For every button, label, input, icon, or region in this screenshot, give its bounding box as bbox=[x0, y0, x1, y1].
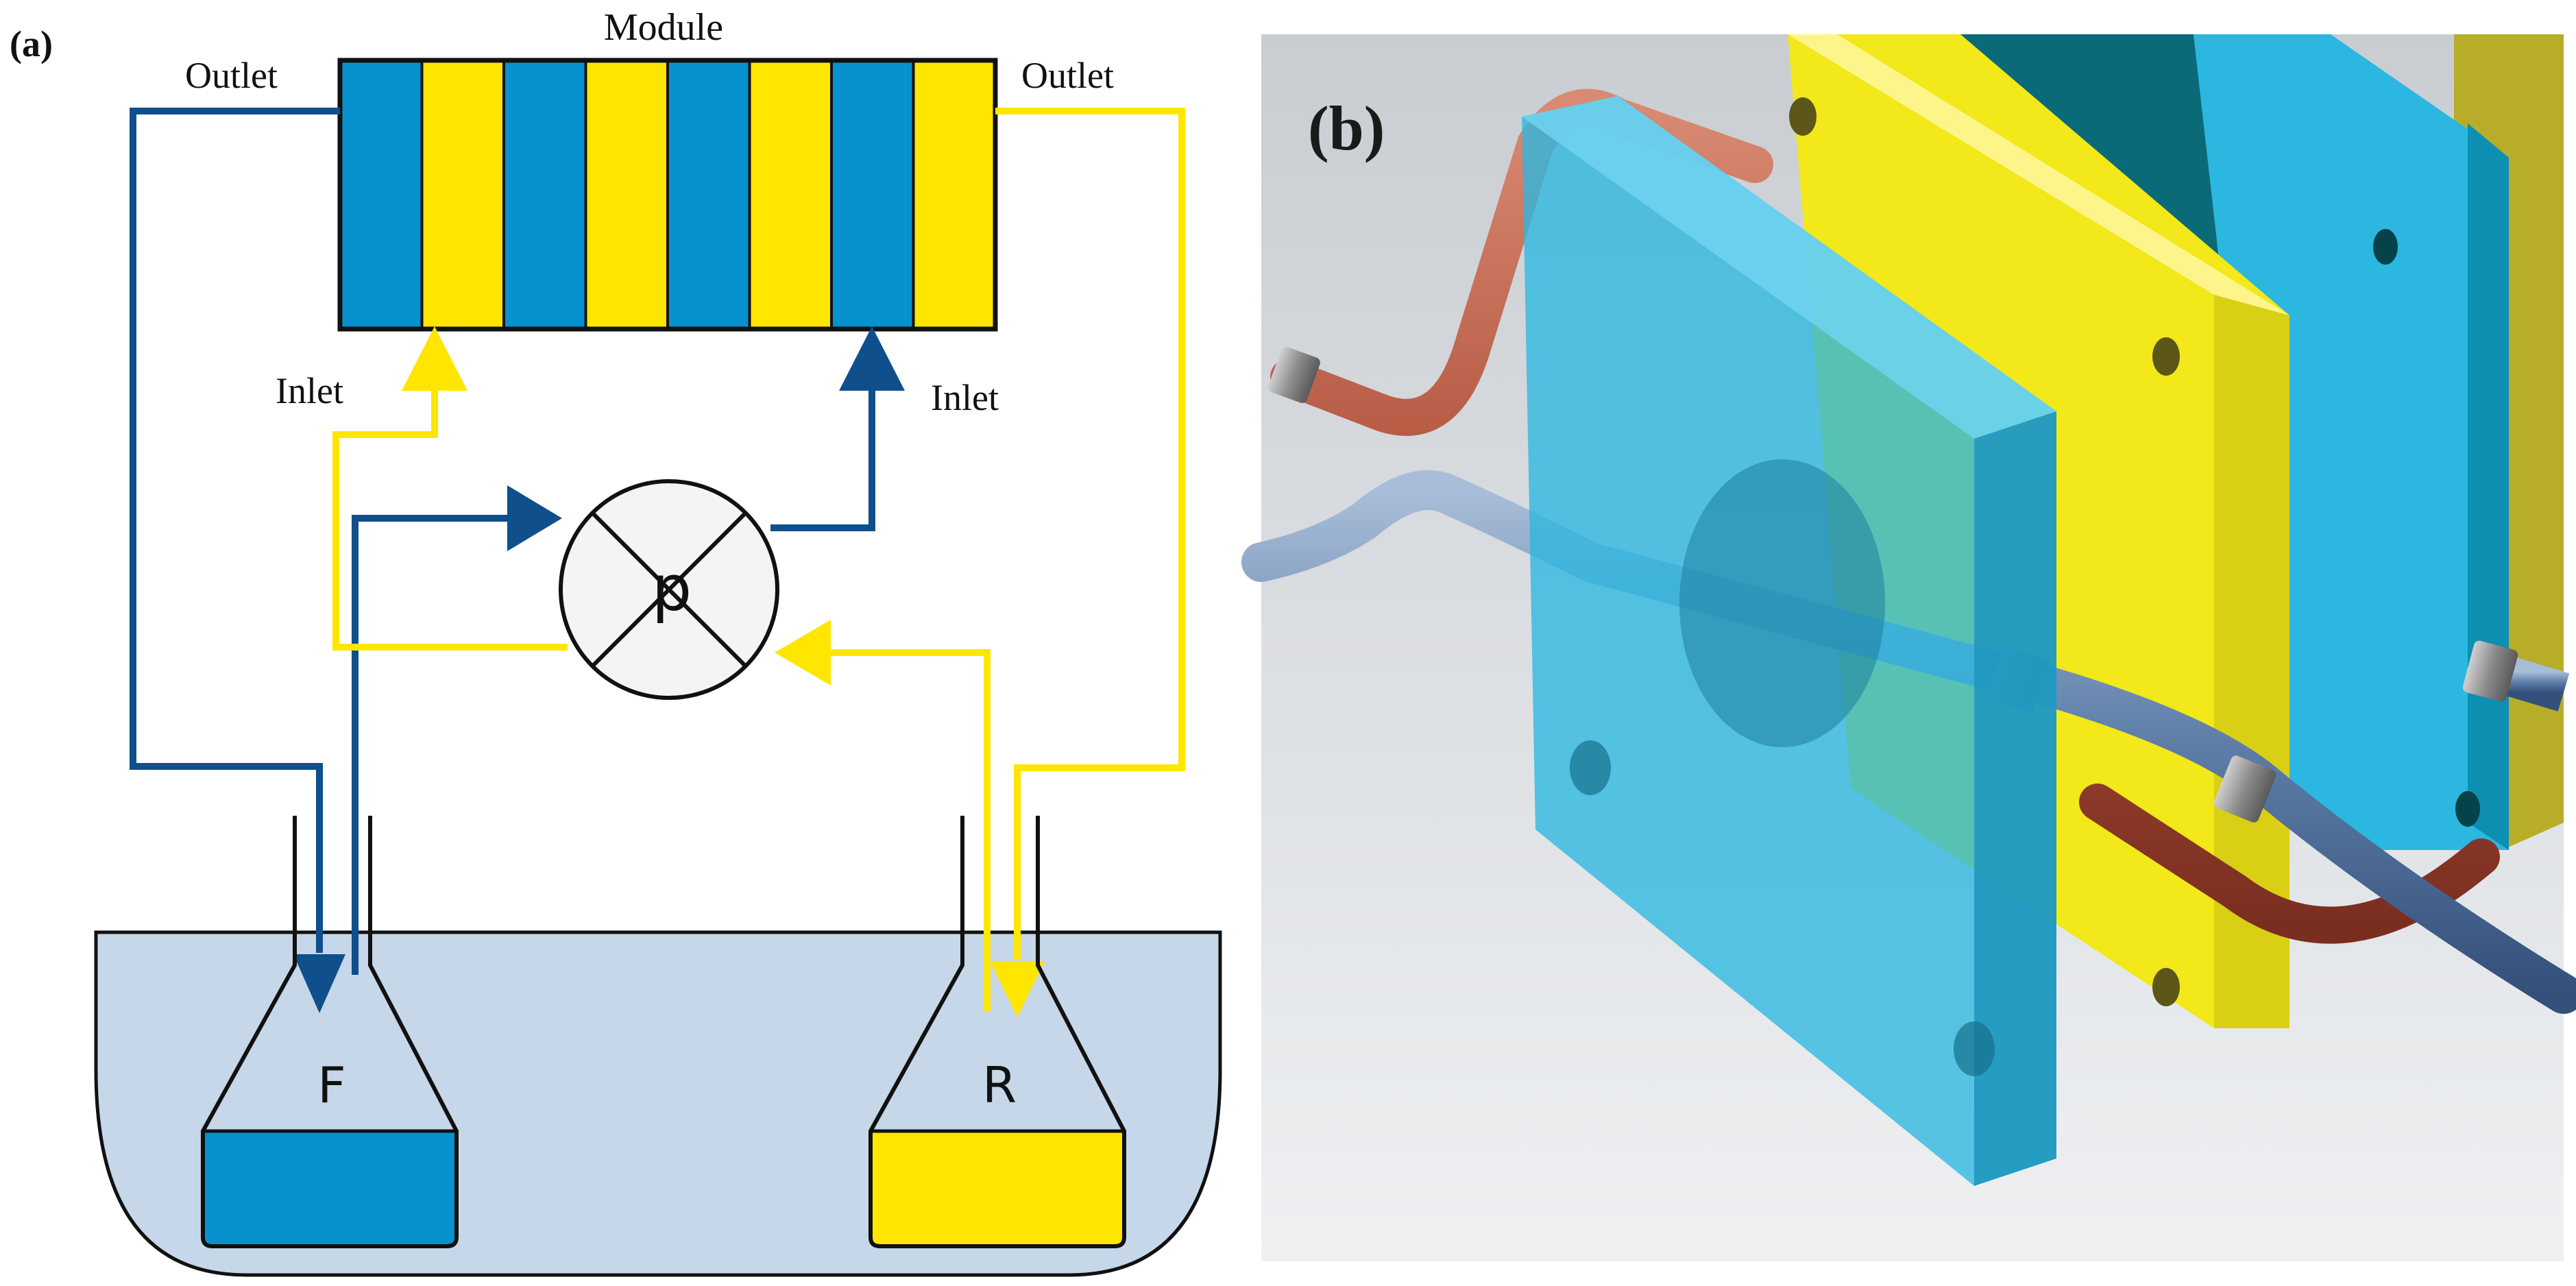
membrane-module bbox=[337, 58, 998, 332]
bolt-hole bbox=[2152, 337, 2180, 376]
module-label: Module bbox=[604, 6, 723, 49]
module-strip-blue bbox=[666, 59, 751, 330]
module-strip-yellow bbox=[584, 59, 669, 330]
plate-recess bbox=[1679, 459, 1885, 747]
fitting-mid-copper bbox=[2213, 755, 2276, 823]
blue-pump-arrow bbox=[507, 485, 562, 551]
module-strip-yellow bbox=[420, 59, 505, 330]
feed-label: F bbox=[317, 1056, 345, 1114]
receiver-label: R bbox=[982, 1056, 1017, 1114]
receiver-flask: R bbox=[868, 816, 1126, 1248]
yellow-inlet-line bbox=[332, 384, 568, 651]
module-strip-blue bbox=[830, 59, 915, 330]
outlet-left-label: Outlet bbox=[185, 55, 278, 96]
module-strip-blue bbox=[502, 59, 587, 330]
blue-inlet-arrow bbox=[839, 326, 905, 391]
panel-a-tag: (a) bbox=[10, 23, 53, 64]
blue-outlet-line bbox=[130, 108, 340, 953]
yellow-down-arrow bbox=[990, 961, 1045, 1017]
yellow-outlet-line bbox=[995, 108, 1185, 960]
bolt-hole bbox=[2373, 229, 2398, 265]
plate-middle-yellow-side bbox=[2214, 295, 2289, 1028]
yellow-pump-arrow bbox=[775, 620, 831, 686]
feed-flask: F bbox=[201, 816, 459, 1248]
panel-a: (a) Module Outlet Outlet Inlet Inlet bbox=[10, 6, 1222, 1277]
blue-inlet-line bbox=[770, 384, 875, 531]
module-strip-blue bbox=[339, 59, 424, 330]
plate-front-cyan-top bbox=[1522, 96, 2056, 439]
yellow-pump-feed-line bbox=[827, 649, 991, 1012]
bolt-hole bbox=[1789, 97, 1816, 136]
blue-down-arrow bbox=[293, 954, 345, 1013]
blue-pump-feed-line bbox=[352, 515, 515, 975]
plate-back-dark-side bbox=[2468, 123, 2509, 850]
pump: p bbox=[559, 479, 779, 700]
module-frame bbox=[337, 58, 998, 332]
panel-b: (b) bbox=[1241, 34, 2576, 1261]
feed-flask-outline bbox=[201, 816, 459, 1248]
panel-b-tag: (b) bbox=[1308, 93, 1385, 163]
receiver-flask-outline bbox=[868, 816, 1126, 1248]
inlet-left-label: Inlet bbox=[276, 370, 343, 411]
fitting-back bbox=[2462, 640, 2518, 702]
yellow-inlet-arrow bbox=[402, 326, 467, 391]
bolt-hole bbox=[2152, 968, 2180, 1006]
module-strip-yellow bbox=[748, 59, 833, 330]
bolt-hole bbox=[2455, 791, 2480, 827]
outlet-right-label: Outlet bbox=[1021, 55, 1114, 96]
bolt-hole bbox=[1954, 1021, 1995, 1076]
plate-front-cyan-side bbox=[1974, 411, 2056, 1186]
inlet-right-label: Inlet bbox=[931, 377, 999, 418]
pump-label: p bbox=[652, 552, 692, 625]
plate-middle-yellow-top bbox=[1788, 34, 2289, 315]
module-strip-yellow bbox=[912, 59, 997, 330]
bolt-hole bbox=[1570, 740, 1611, 795]
fitting-left-upper bbox=[1268, 347, 1320, 403]
